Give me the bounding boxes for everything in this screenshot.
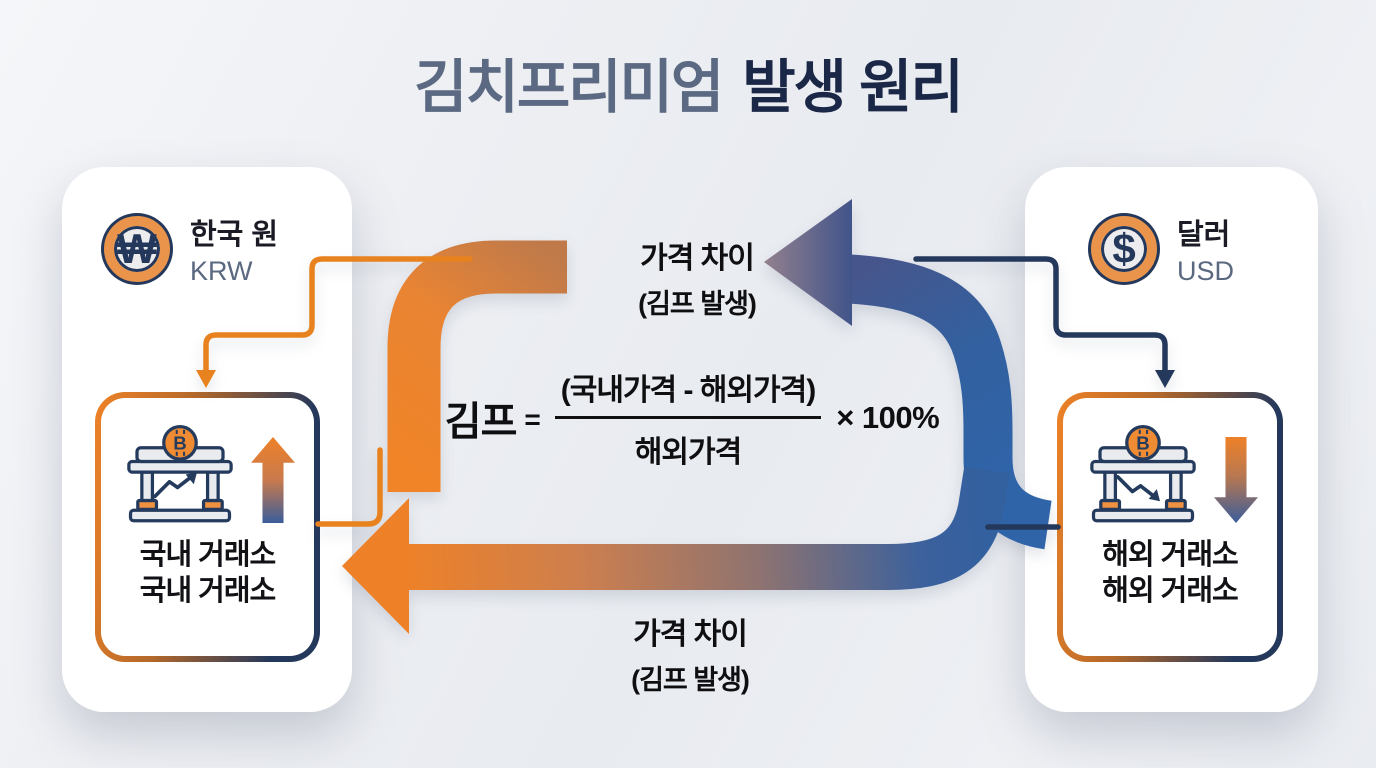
domestic-exchange-box-inner: B 국내 거래소 국내 거래소 — [101, 398, 314, 656]
currency-code: KRW — [190, 256, 253, 286]
bitcoin-letter: B — [1136, 432, 1149, 453]
page-title-part2: 발생 원리 — [742, 55, 964, 120]
price-down-arrow-icon — [1213, 436, 1258, 524]
formula-denominator: 해외가격 — [554, 416, 822, 471]
page-title: 김치프리미엄 발생 원리 — [0, 56, 1376, 120]
overseas-exchange-label: 해외 거래소 해외 거래소 — [1102, 537, 1238, 609]
domestic-exchange-line2: 국내 거래소 — [139, 575, 276, 607]
won-symbol: ₩ — [117, 225, 157, 272]
overseas-exchange-line2: 해외 거래소 — [1102, 575, 1238, 607]
formula-numerator: (국내가격 - 해외가격) — [560, 374, 816, 407]
chart-down-line — [1115, 475, 1157, 500]
domestic-exchange-box: B 국내 거래소 국내 거래소 — [95, 392, 320, 662]
bank-chart-down-icon: B — [1089, 425, 1196, 523]
usd-currency-card: $ 달러 USD — [1025, 167, 1318, 712]
domestic-exchange-label: 국내 거래소 국내 거래소 — [139, 537, 276, 609]
krw-coin-row: ₩ 한국 원 KRW — [104, 211, 278, 287]
currency-name: 한국 원 — [190, 219, 279, 251]
formula-equals: = — [524, 404, 540, 435]
formula-fraction: (국내가격 - 해외가격) 해외가격 — [554, 365, 822, 471]
currency-name: 달러 — [1177, 219, 1231, 251]
bitcoin-coin-icon — [162, 425, 198, 461]
bitcoin-coin-icon — [1124, 425, 1161, 461]
usd-labels: 달러 USD — [1177, 211, 1234, 287]
domestic-exchange-line1: 국내 거래소 — [139, 539, 276, 571]
top-flow-label-line1: 가격 차이 — [640, 242, 755, 275]
top-flow-label-line2: (김프 발생) — [638, 289, 757, 319]
top-flow-label: 가격 차이 (김프 발생) — [597, 233, 797, 321]
formula-lhs-term: 김프 — [444, 400, 518, 444]
overseas-exchange-line1: 해외 거래소 — [1102, 539, 1238, 571]
dollar-coin-icon: $ — [1091, 216, 1157, 282]
bottom-flow-label: 가격 차이 (김프 발생) — [590, 609, 790, 697]
overseas-exchange-box-inner: B 해외 거래소 해외 거래소 — [1063, 398, 1277, 656]
krw-labels: 한국 원 KRW — [190, 211, 278, 287]
page-title-part1: 김치프리미엄 — [414, 55, 724, 120]
formula-suffix: × 100% — [836, 400, 940, 435]
domestic-exchange-icons: B — [119, 424, 296, 524]
krw-currency-card: ₩ 한국 원 KRW — [62, 167, 352, 712]
kimchi-premium-formula: 김프= (국내가격 - 해외가격) 해외가격 × 100% — [412, 358, 972, 478]
won-coin-icon: ₩ — [104, 216, 170, 282]
bottom-flow-label-line1: 가격 차이 — [633, 618, 748, 651]
usd-coin-row: $ 달러 USD — [1091, 211, 1234, 287]
bottom-flow-label-line2: (김프 발생) — [631, 665, 750, 695]
price-up-arrow-icon — [251, 436, 295, 524]
currency-code: USD — [1177, 256, 1235, 286]
bitcoin-letter: B — [173, 432, 186, 453]
chart-up-line — [153, 474, 194, 499]
bank-chart-up-icon: B — [127, 425, 233, 523]
bottom-flow-band — [406, 466, 1010, 590]
bottom-flow-arrowhead — [342, 498, 409, 634]
formula-lhs: 김프= — [444, 389, 541, 447]
dollar-symbol: $ — [1112, 225, 1136, 272]
overseas-exchange-icons: B — [1082, 424, 1259, 524]
overseas-exchange-box: B 해외 거래소 해외 거래소 — [1057, 392, 1283, 662]
